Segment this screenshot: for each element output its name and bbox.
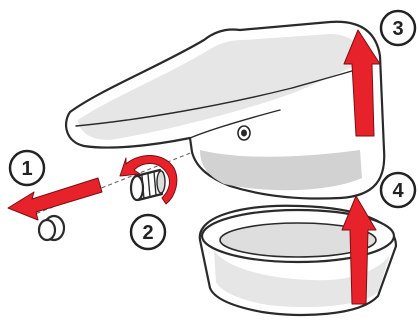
step-label: 2 (142, 222, 153, 244)
step-callout-2: 2 (131, 215, 165, 249)
step-label: 3 (392, 18, 403, 40)
screw-hole-center (241, 130, 247, 137)
step-callout-1: 1 (10, 151, 44, 185)
step-label: 4 (392, 180, 404, 202)
mixer-lever (66, 22, 384, 199)
step-label: 1 (21, 158, 32, 180)
step-callout-4: 4 (381, 173, 415, 207)
step-callout-3: 3 (381, 11, 415, 45)
cover-cap (39, 216, 64, 240)
